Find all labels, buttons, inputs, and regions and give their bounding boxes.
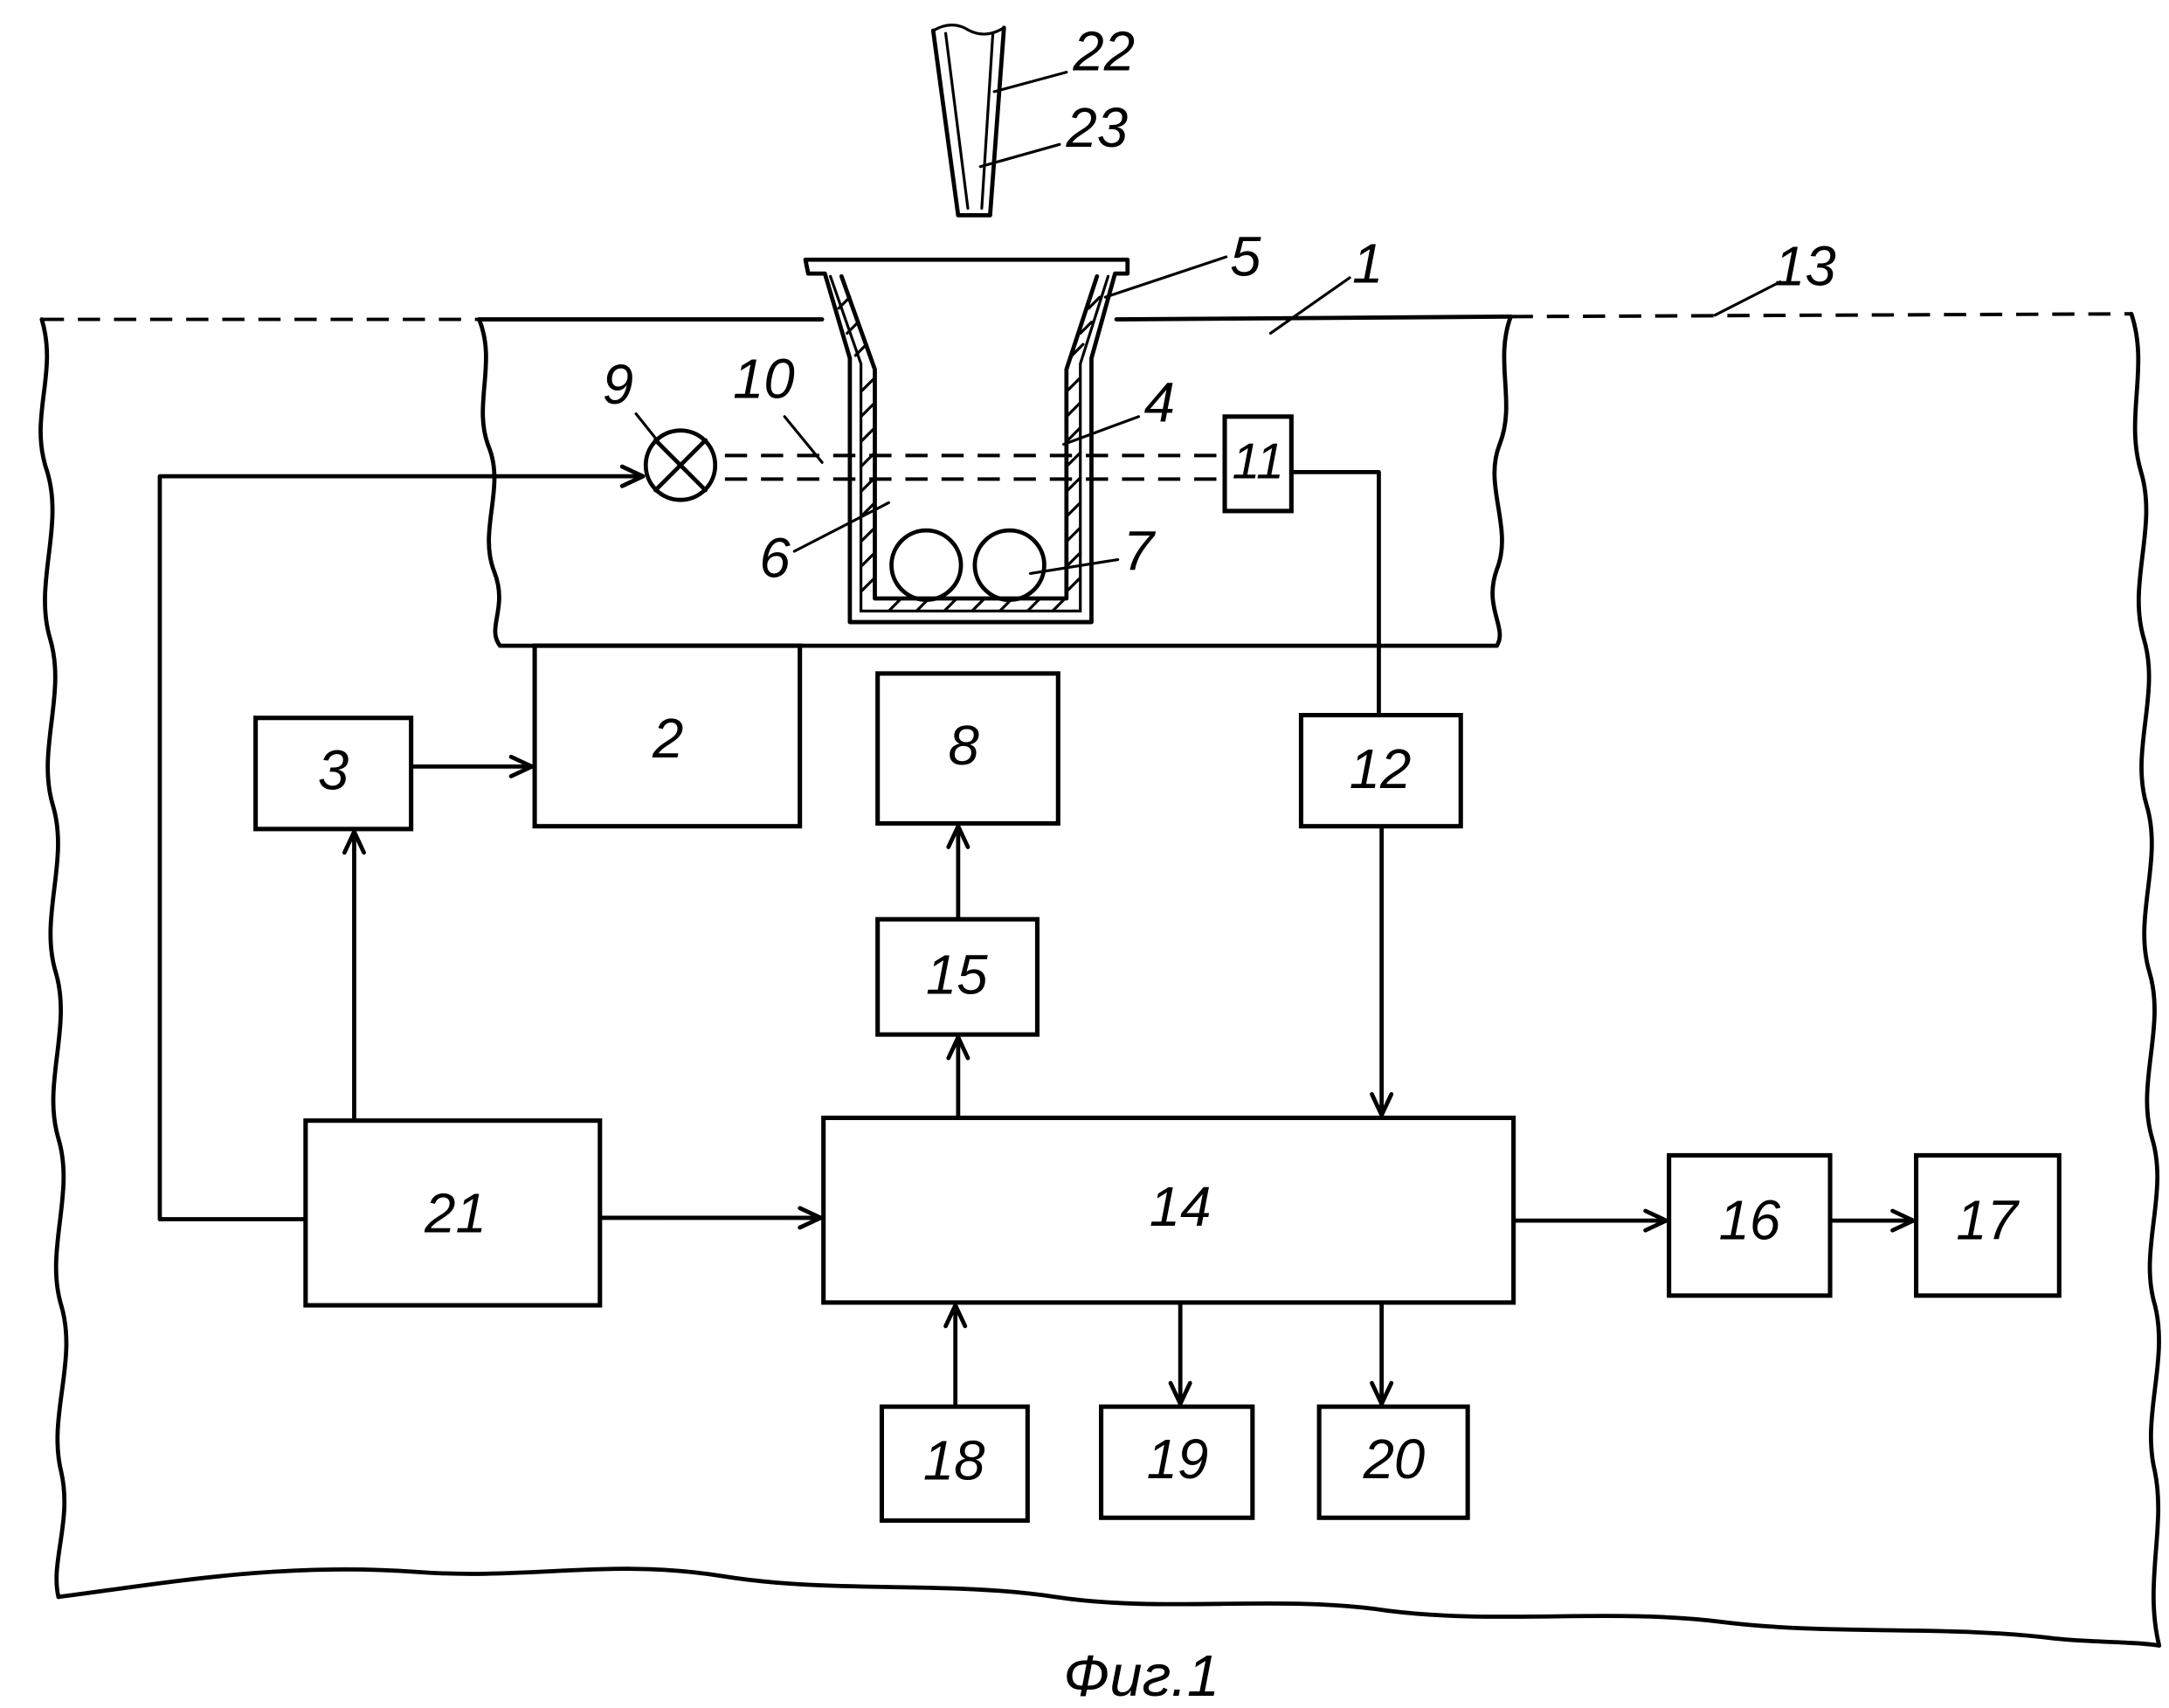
box-8-label: 8 (949, 715, 979, 777)
box-14-label: 14 (1150, 1176, 1212, 1238)
box-2-label: 2 (652, 708, 683, 770)
label-13: 13 (1774, 236, 1836, 298)
box-15-label: 15 (926, 944, 988, 1006)
ball-left (892, 530, 961, 599)
leader-lines (636, 73, 1780, 574)
leader-5 (1105, 257, 1226, 297)
box-20-label: 20 (1363, 1428, 1426, 1490)
frame-top-dashed-right (1510, 314, 2131, 316)
frame-bottom-edge (59, 1569, 2159, 1646)
ball-right (975, 530, 1044, 599)
box-21-label: 21 (424, 1183, 487, 1245)
leader-9 (636, 414, 658, 442)
box-17-label: 17 (1956, 1190, 2020, 1252)
label-5: 5 (1230, 226, 1261, 288)
nozzle (933, 25, 1004, 216)
box-12-label: 12 (1350, 738, 1412, 800)
box-11-label: 11 (1232, 434, 1283, 490)
crucible (805, 259, 1128, 622)
crucible-inner-wall (841, 276, 1096, 598)
block-1-top-right (1116, 316, 1510, 319)
leader-23 (980, 144, 1060, 166)
label-6: 6 (759, 528, 791, 590)
label-1: 1 (1352, 233, 1383, 295)
arrow-21-to-lamp-line (160, 476, 643, 1219)
nozzle-outer-left (933, 31, 958, 215)
label-4: 4 (1144, 372, 1175, 434)
frame-left-edge (40, 320, 66, 1597)
block-1-left-edge (480, 320, 501, 647)
leader-13 (1715, 282, 1780, 315)
figure-caption: Фиг.1 (1063, 1644, 1219, 1708)
label-7: 7 (1123, 521, 1157, 583)
leader-4 (1064, 417, 1139, 445)
box-3-label: 3 (318, 740, 349, 802)
frame-right-edge (2131, 314, 2159, 1645)
leader-1 (1270, 278, 1350, 334)
light-beam (725, 455, 1222, 479)
label-9: 9 (603, 354, 633, 416)
leader-22 (994, 73, 1067, 92)
label-10: 10 (733, 348, 795, 410)
wire-11-to-12 (1291, 472, 1378, 715)
box-18-label: 18 (923, 1430, 985, 1492)
label-23: 23 (1065, 97, 1128, 159)
nozzle-inner-left (946, 33, 968, 208)
box-19-label: 19 (1147, 1428, 1209, 1490)
box-16-label: 16 (1718, 1190, 1780, 1252)
label-22: 22 (1072, 20, 1135, 82)
block-1-right-edge (1493, 316, 1511, 646)
